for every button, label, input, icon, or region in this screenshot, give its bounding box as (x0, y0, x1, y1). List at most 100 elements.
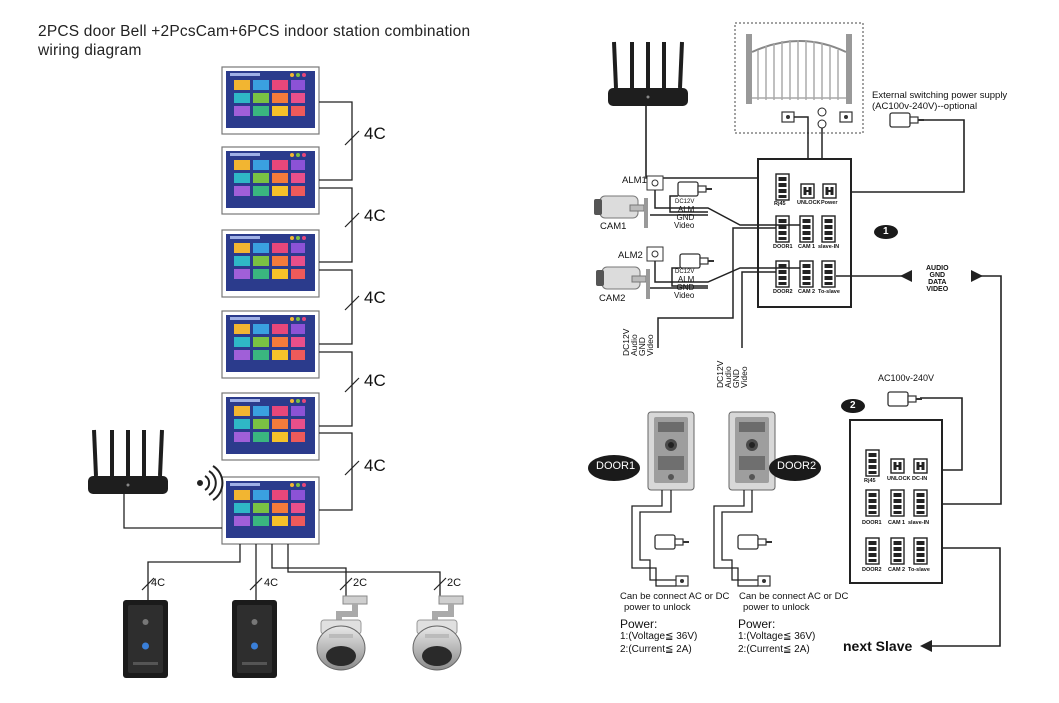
wifi-icon (197, 465, 224, 501)
alm1-label: ALM1 (622, 175, 647, 186)
rj45-terminal-1 (775, 173, 790, 201)
cam1-label: CAM1 (600, 221, 627, 232)
slave-wire-data: DATA (928, 279, 947, 286)
door-station-2 (728, 411, 776, 491)
unlock-note-1-line-2: power to unlock (624, 602, 691, 613)
cam1-wire-gnd: GND (676, 213, 695, 222)
power-1-voltage: 1:(Voltage≦ 36V) (620, 631, 698, 642)
unlock-note-1: Can be connect AC or DC power to unlock (620, 591, 729, 613)
power-wire-1 (840, 119, 965, 193)
u2-unlock-label: UNLOCK (887, 476, 911, 482)
cam1-wire-labels: DC12V ALM GND Video (674, 198, 694, 230)
alarm-1 (646, 175, 664, 191)
bottom-wire-label-2: 4C (264, 577, 279, 589)
ac-label: AC100v-240V (878, 373, 935, 383)
arrow-next-slave (920, 640, 932, 652)
wire-label-4c-4: 4C (364, 371, 386, 390)
unlock-terminal-2 (890, 458, 905, 474)
alm2-label: ALM2 (618, 250, 643, 261)
door2-badge: DOOR2 (777, 460, 817, 472)
power-2-current: 2:(Current≦ 2A) (738, 644, 810, 655)
arrow-right-slave (971, 270, 983, 282)
door2-adapter (737, 534, 773, 550)
bottom-wire-label-3: 2C (353, 577, 368, 589)
u1-cam2-label: CAM 2 (798, 289, 816, 295)
door2-terminal-1 (775, 260, 790, 288)
door1-terminal-2 (865, 489, 880, 517)
wire-label-4c-2: 4C (364, 206, 386, 225)
power-supply-line-1: External switching power supply (872, 90, 1008, 101)
wire-label-4c-3: 4C (364, 288, 386, 307)
door-station-wires (631, 490, 758, 587)
alarm-2 (646, 246, 664, 262)
unlock-terminal-1 (800, 183, 815, 199)
unlock-note-2-line-2: power to unlock (743, 602, 810, 613)
door2-terminal-2 (865, 537, 880, 565)
u1-to-slave-label: To-slave (818, 289, 840, 295)
power-2-voltage: 1:(Voltage≦ 36V) (738, 631, 816, 642)
u2-dcin-label: DC-IN (912, 476, 928, 482)
cam1-wire-alm: ALM (677, 205, 695, 214)
wire-label-4c-5: 4C (364, 456, 386, 475)
slave-wire-video: VIDEO (926, 286, 949, 293)
u2-cam2-label: CAM 2 (888, 567, 906, 573)
dome-camera-2 (413, 596, 463, 670)
cam2-wire-gnd: GND (676, 283, 695, 292)
cam2-wire-dc12v: DC12V (674, 269, 695, 275)
cam2-terminal-1 (799, 260, 814, 288)
door1-wire-labels: DC12V Audio GND Video (621, 329, 655, 356)
slave-wire-audio: AUDIO (926, 265, 949, 272)
door2-badge-bg (769, 455, 821, 481)
indoor-monitor-3 (221, 229, 320, 298)
unit-1-badge: 1 (883, 226, 889, 237)
diagram-title: 2PCS door Bell +2PcsCam+6PCS indoor stat… (38, 22, 470, 60)
door1-wire-video: Video (645, 334, 655, 356)
cam1-adapter (677, 181, 713, 197)
u1-power-label: Power (821, 200, 838, 206)
door2-lock (757, 575, 771, 587)
indoor-monitor-1 (221, 66, 320, 135)
door2-wire-video: Video (739, 366, 749, 388)
u1-unlock-label: UNLOCK (797, 200, 821, 206)
u1-door2-label: DOOR2 (773, 289, 793, 295)
router-right (606, 40, 690, 108)
unit-2-badge-bg (841, 399, 865, 413)
doorbell-2 (232, 600, 277, 678)
door1-terminal-1 (775, 215, 790, 243)
to-slave-terminal-2 (913, 537, 928, 565)
power-title-1: Power: (620, 617, 658, 631)
gate-lock-right (839, 111, 853, 123)
router-right-cable (645, 106, 774, 179)
dcin-terminal-2 (913, 458, 928, 474)
router-left-cable (123, 494, 222, 529)
power-supply-line-2: (AC100v-240V)--optional (872, 101, 978, 112)
slave-wires (836, 275, 1002, 647)
title-line-2: wiring diagram (38, 42, 142, 59)
router-left (86, 428, 170, 496)
door1-badge: DOOR1 (596, 460, 636, 472)
cam1-wire-video: Video (674, 221, 695, 230)
power-specs-2: 1:(Voltage≦ 36V) 2:(Current≦ 2A) (738, 630, 815, 656)
cam2-wire-alm: ALM (677, 275, 695, 284)
cam2-terminal-2 (890, 537, 905, 565)
indoor-monitor-6 (221, 476, 320, 545)
slave-wire-gnd: GND (929, 272, 946, 279)
monitor-chain-wires (319, 101, 353, 511)
u1-rj45-label: Rj45 (774, 201, 786, 207)
cam1-terminal-2 (890, 489, 905, 517)
u2-to-slave-label: To-slave (908, 567, 930, 573)
u1-cam1-label: CAM 1 (798, 244, 816, 250)
cam2-wire-labels: DC12V ALM GND Video (674, 268, 694, 300)
gate-icon (746, 34, 852, 104)
power-supply-label: External switching power supply (AC100v-… (872, 90, 1007, 112)
door1-lock (675, 575, 689, 587)
power-specs-1: 1:(Voltage≦ 36V) 2:(Current≦ 2A) (620, 630, 697, 656)
arrow-left-slave (900, 270, 912, 282)
power-adapter-1 (889, 112, 925, 128)
dome-camera-1 (317, 596, 367, 670)
power-adapter-2 (887, 391, 923, 407)
u1-door1-label: DOOR1 (773, 244, 793, 250)
unlock-note-1-line-1: Can be connect AC or DC (620, 591, 730, 602)
indoor-monitor-2 (221, 146, 320, 215)
